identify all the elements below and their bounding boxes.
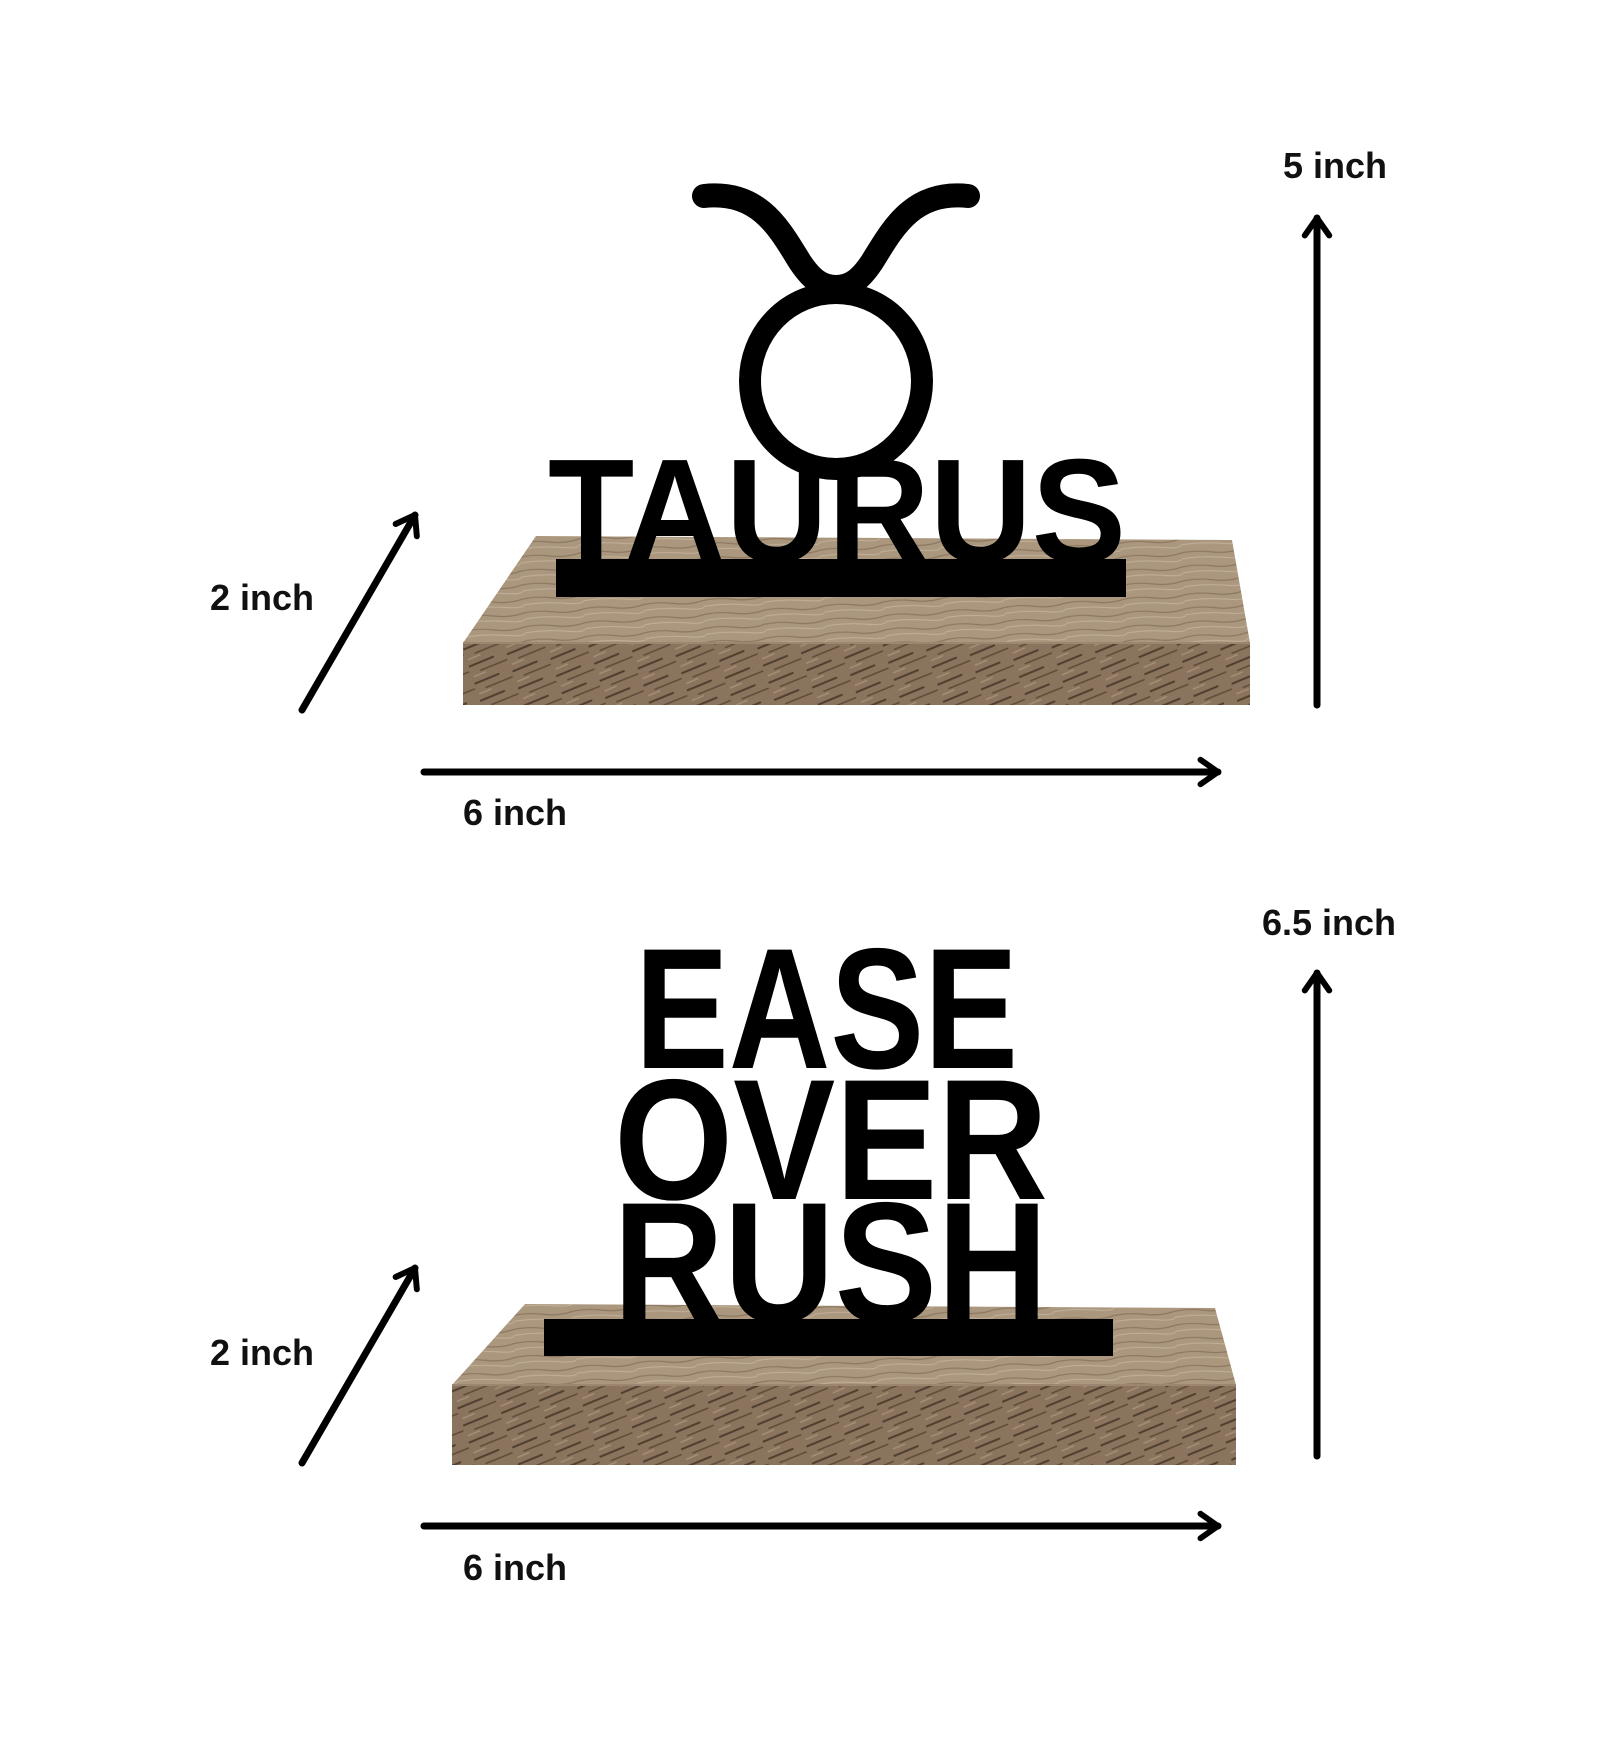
depth-arrow-icon [298, 1264, 420, 1467]
ease-over-rush-product: EASE OVER RUSH [298, 913, 1333, 1542]
depth-arrow-icon [298, 511, 420, 714]
width-label: 6 inch [463, 1547, 568, 1588]
sign-text-line-1: EASE [635, 913, 1018, 1105]
taurus-product: TAURUS [298, 183, 1333, 788]
height-label: 5 inch [1283, 145, 1388, 186]
sign-base-bar [556, 559, 1126, 597]
taurus-zodiac-icon [692, 183, 980, 480]
sign-text-line-2: OVER [614, 1044, 1048, 1236]
width-label: 6 inch [463, 792, 568, 833]
depth-label: 2 inch [210, 577, 315, 618]
height-label: 6.5 inch [1262, 902, 1397, 943]
sign-base-bar [544, 1319, 1113, 1356]
depth-label: 2 inch [210, 1332, 315, 1373]
